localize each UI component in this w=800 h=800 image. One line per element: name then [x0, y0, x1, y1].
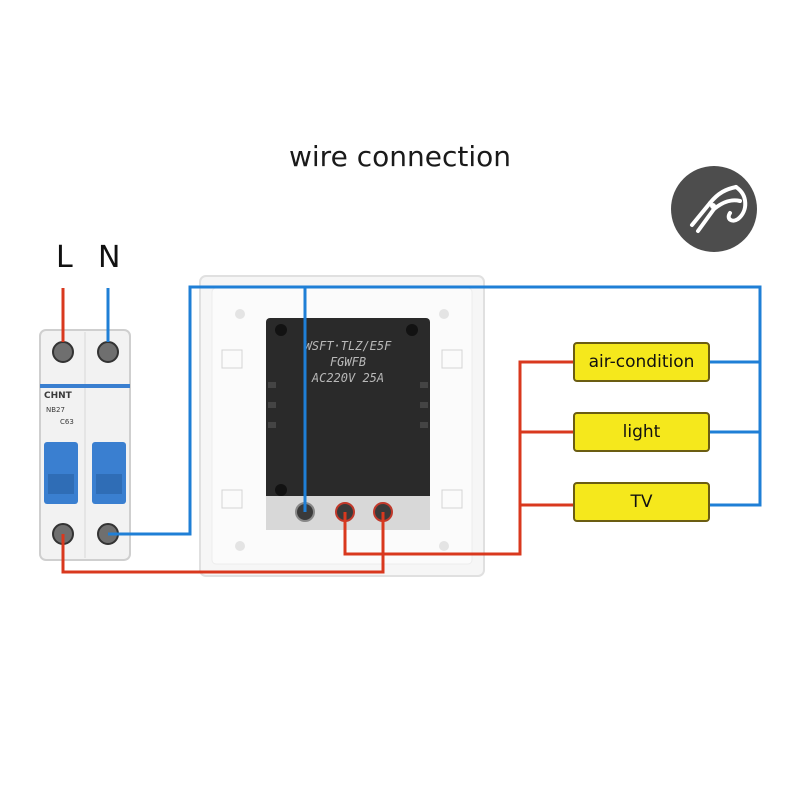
- wall-switch: WSFT·TLZ/E5F FGWFB AC220V 25A: [199, 275, 485, 577]
- live-terminal-label: L: [56, 240, 73, 275]
- diagram-title: wire connection: [289, 140, 511, 173]
- live-wires: [61, 288, 573, 574]
- circuit-breaker: CHNT NB27 C63: [39, 329, 131, 561]
- load-tv: TV: [573, 482, 710, 522]
- breaker-brand: CHNT: [44, 391, 73, 401]
- load-light: light: [573, 412, 710, 452]
- neutral-terminal-label: N: [98, 240, 121, 275]
- pliers-icon: [670, 165, 758, 253]
- breaker-model: NB27: [46, 406, 65, 414]
- neutral-wires: [106, 285, 762, 536]
- switch-label-line1: WSFT·TLZ/E5F: [305, 339, 392, 353]
- switch-label-line3: AC220V 25A: [311, 371, 384, 385]
- breaker-rating: C63: [60, 418, 74, 426]
- load-air-condition: air-condition: [573, 342, 710, 382]
- switch-label-line2: FGWFB: [330, 355, 366, 369]
